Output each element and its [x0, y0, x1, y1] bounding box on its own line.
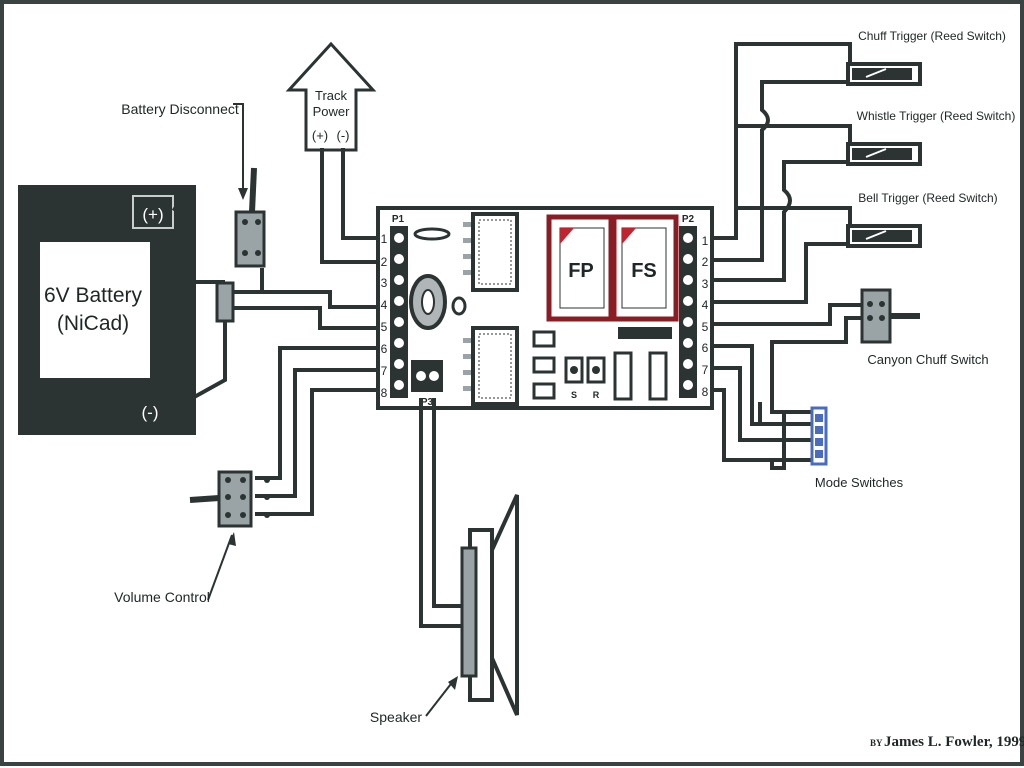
battery-type-label: (NiCad) [57, 312, 129, 335]
battery-plus-label: (+) [142, 205, 163, 224]
inline-fuse [215, 281, 235, 323]
whistle-trigger-reed-switch [846, 142, 922, 166]
crystal [413, 227, 451, 241]
track-power-minus: (-) [337, 128, 350, 143]
bell-trigger-label: Bell Trigger (Reed Switch) [858, 191, 997, 205]
p1-pin-7: 7 [381, 364, 388, 378]
chuff-trigger-label: Chuff Trigger (Reed Switch) [858, 29, 1006, 43]
p1-pin-3: 3 [381, 276, 388, 290]
mode-switches-label: Mode Switches [815, 475, 904, 490]
bell-trigger-reed-switch [846, 224, 922, 248]
fs-label: FS [631, 260, 657, 282]
p2-pin-2: 2 [702, 255, 709, 269]
fp-label: FP [568, 260, 594, 282]
sound-board: P1 1 2 3 4 5 6 7 8 P3 [376, 206, 714, 410]
chuff-trigger-reed-switch [846, 62, 922, 86]
s-label: S [571, 390, 577, 400]
p2-pin-6: 6 [702, 341, 709, 355]
fs-module: FS [611, 214, 679, 322]
speaker [460, 494, 519, 716]
credit-by: BY [870, 738, 883, 748]
volume-control-label: Volume Control [114, 589, 210, 605]
battery-minus-label: (-) [142, 403, 159, 422]
chip-lower [463, 326, 519, 406]
track-power-label: Track [315, 88, 348, 103]
p2-pin-1: 1 [702, 234, 709, 248]
canyon-chuff-switch [860, 288, 920, 344]
speaker-label: Speaker [370, 709, 422, 725]
fp-module: FP [546, 214, 614, 322]
p2-pin-5: 5 [702, 320, 709, 334]
battery-disconnect-label: Battery Disconnect [121, 101, 239, 117]
p2-pins [683, 233, 693, 390]
r-label: R [593, 390, 600, 400]
p1-label: P1 [392, 214, 405, 225]
p1-pin-4: 4 [381, 298, 388, 312]
p2-pin-7: 7 [702, 363, 709, 377]
track-power-label-2: Power [313, 104, 351, 119]
whistle-trigger-label: Whistle Trigger (Reed Switch) [857, 109, 1016, 123]
battery-label: 6V Battery [44, 284, 143, 307]
p1-pin-2: 2 [381, 255, 388, 269]
battery-disconnect-switch [234, 167, 266, 268]
volume-control-switch [189, 470, 270, 528]
chip-upper [463, 212, 519, 292]
p1-pin-5: 5 [381, 320, 388, 334]
p1-pins [394, 233, 404, 390]
battery-plus-terminal [132, 195, 174, 229]
p1-pin-8: 8 [381, 386, 388, 400]
p2-pin-8: 8 [702, 385, 709, 399]
p1-pin-1: 1 [381, 232, 388, 246]
p1-pin-6: 6 [381, 342, 388, 356]
p2-connector [679, 226, 697, 398]
track-power-arrow: Track Power (+) (-) [285, 41, 377, 152]
p2-pin-3: 3 [702, 277, 709, 291]
canyon-chuff-label: Canyon Chuff Switch [867, 352, 988, 367]
track-power-plus: (+) [312, 128, 328, 143]
p3-label: P3 [421, 397, 434, 408]
p1-connector [390, 226, 408, 398]
mode-switches [810, 406, 828, 466]
p2-pin-4: 4 [702, 298, 709, 312]
resistor-pack [618, 327, 672, 339]
battery: (+) (-) 6V Battery (NiCad) [18, 185, 196, 435]
p2-label: P2 [682, 214, 695, 225]
credit-author: James L. Fowler, 1999 [884, 734, 1024, 750]
